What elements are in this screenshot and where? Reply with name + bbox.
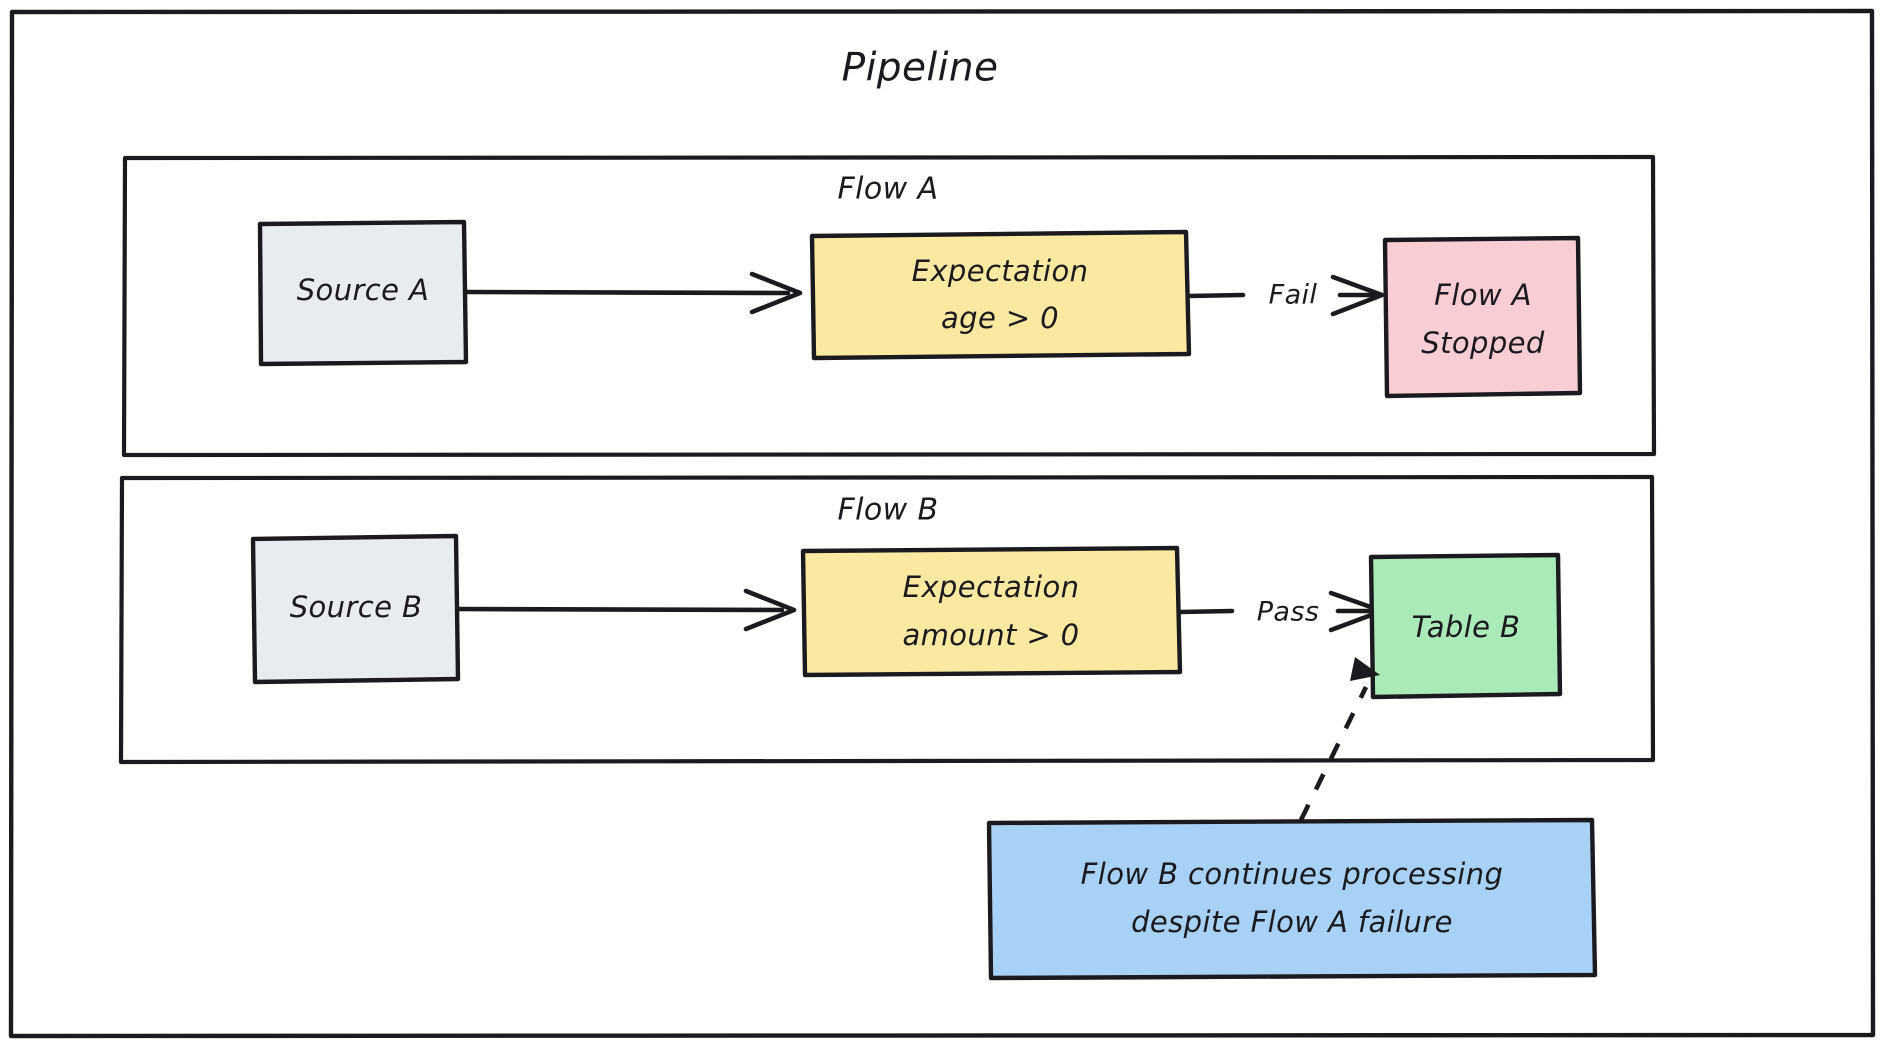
note-flow-b-continues[interactable]: Flow B continues processing despite Flow… <box>986 817 1598 981</box>
expectation-b-label-line2: amount > 0 <box>902 618 1079 652</box>
flow-b-group-title: Flow B <box>838 493 939 528</box>
expectation-a-border <box>809 229 1192 361</box>
source-a-border <box>257 219 469 367</box>
node-table-b[interactable]: Table B <box>1368 552 1563 700</box>
source-b-label: Source B <box>290 590 423 624</box>
edge-line-left <box>1186 292 1246 299</box>
arrowhead-icon <box>743 588 797 632</box>
node-source-a[interactable]: Source A <box>257 219 469 367</box>
table-b-fill <box>1371 555 1560 697</box>
edge-note-to-table-b <box>1298 657 1380 822</box>
expectation-b-fill <box>803 548 1180 675</box>
edge-expectation-b-to-table-b: Pass <box>1177 590 1385 633</box>
edge-line <box>463 289 791 296</box>
expectation-a-label-line1: Expectation <box>912 254 1089 288</box>
group-flow-b[interactable]: Flow B Source B Expectation amount > 0 <box>118 474 1656 765</box>
flow-a-group-title: Flow A <box>838 172 939 207</box>
expectation-b-border <box>800 545 1183 678</box>
pipeline-container: Pipeline <box>8 8 1876 1039</box>
table-b-border <box>1368 552 1563 700</box>
source-a-label: Source A <box>297 273 430 307</box>
edge-expectation-a-to-flow-a-stopped: Fail <box>1186 274 1385 317</box>
note-fill <box>989 820 1595 978</box>
edge-line-left <box>1177 608 1235 615</box>
edge-line <box>455 606 785 613</box>
node-flow-a-stopped[interactable]: Flow A Stopped <box>1382 235 1583 399</box>
node-expectation-b[interactable]: Expectation amount > 0 <box>800 545 1183 678</box>
page-title: Pipeline <box>842 46 999 91</box>
flow-a-group-border <box>121 154 1657 458</box>
arrowhead-icon <box>1350 657 1380 681</box>
expectation-a-label-line2: age > 0 <box>941 301 1059 335</box>
flow-a-stopped-label-line1: Flow A <box>1434 278 1532 312</box>
edge-source-a-to-expectation-a <box>463 271 803 315</box>
source-a-fill <box>260 222 466 364</box>
source-b-fill <box>253 536 458 682</box>
flow-a-stopped-label-line2: Stopped <box>1421 326 1545 360</box>
expectation-a-fill <box>812 232 1189 358</box>
edge-label-pass: Pass <box>1257 597 1320 628</box>
note-text-line1: Flow B continues processing <box>1081 857 1504 891</box>
edge-source-b-to-expectation-b <box>455 588 797 632</box>
edge-label-fail: Fail <box>1269 280 1318 311</box>
expectation-b-label-line1: Expectation <box>903 570 1080 604</box>
dashed-connector-line <box>1298 685 1369 822</box>
pipeline-border <box>8 8 1876 1039</box>
note-text-line2: despite Flow A failure <box>1131 905 1453 939</box>
arrowhead-icon <box>749 271 803 315</box>
group-flow-a[interactable]: Flow A Source A Expectation age > 0 <box>121 154 1657 458</box>
source-b-border <box>250 533 461 685</box>
table-b-label: Table B <box>1412 610 1521 644</box>
arrowhead-icon <box>1330 274 1385 317</box>
node-expectation-a[interactable]: Expectation age > 0 <box>809 229 1192 361</box>
note-border <box>986 817 1598 981</box>
node-source-b[interactable]: Source B <box>250 533 461 685</box>
flow-b-group-border <box>118 474 1656 765</box>
flow-a-stopped-border <box>1382 235 1583 399</box>
flow-a-stopped-fill <box>1385 238 1580 396</box>
